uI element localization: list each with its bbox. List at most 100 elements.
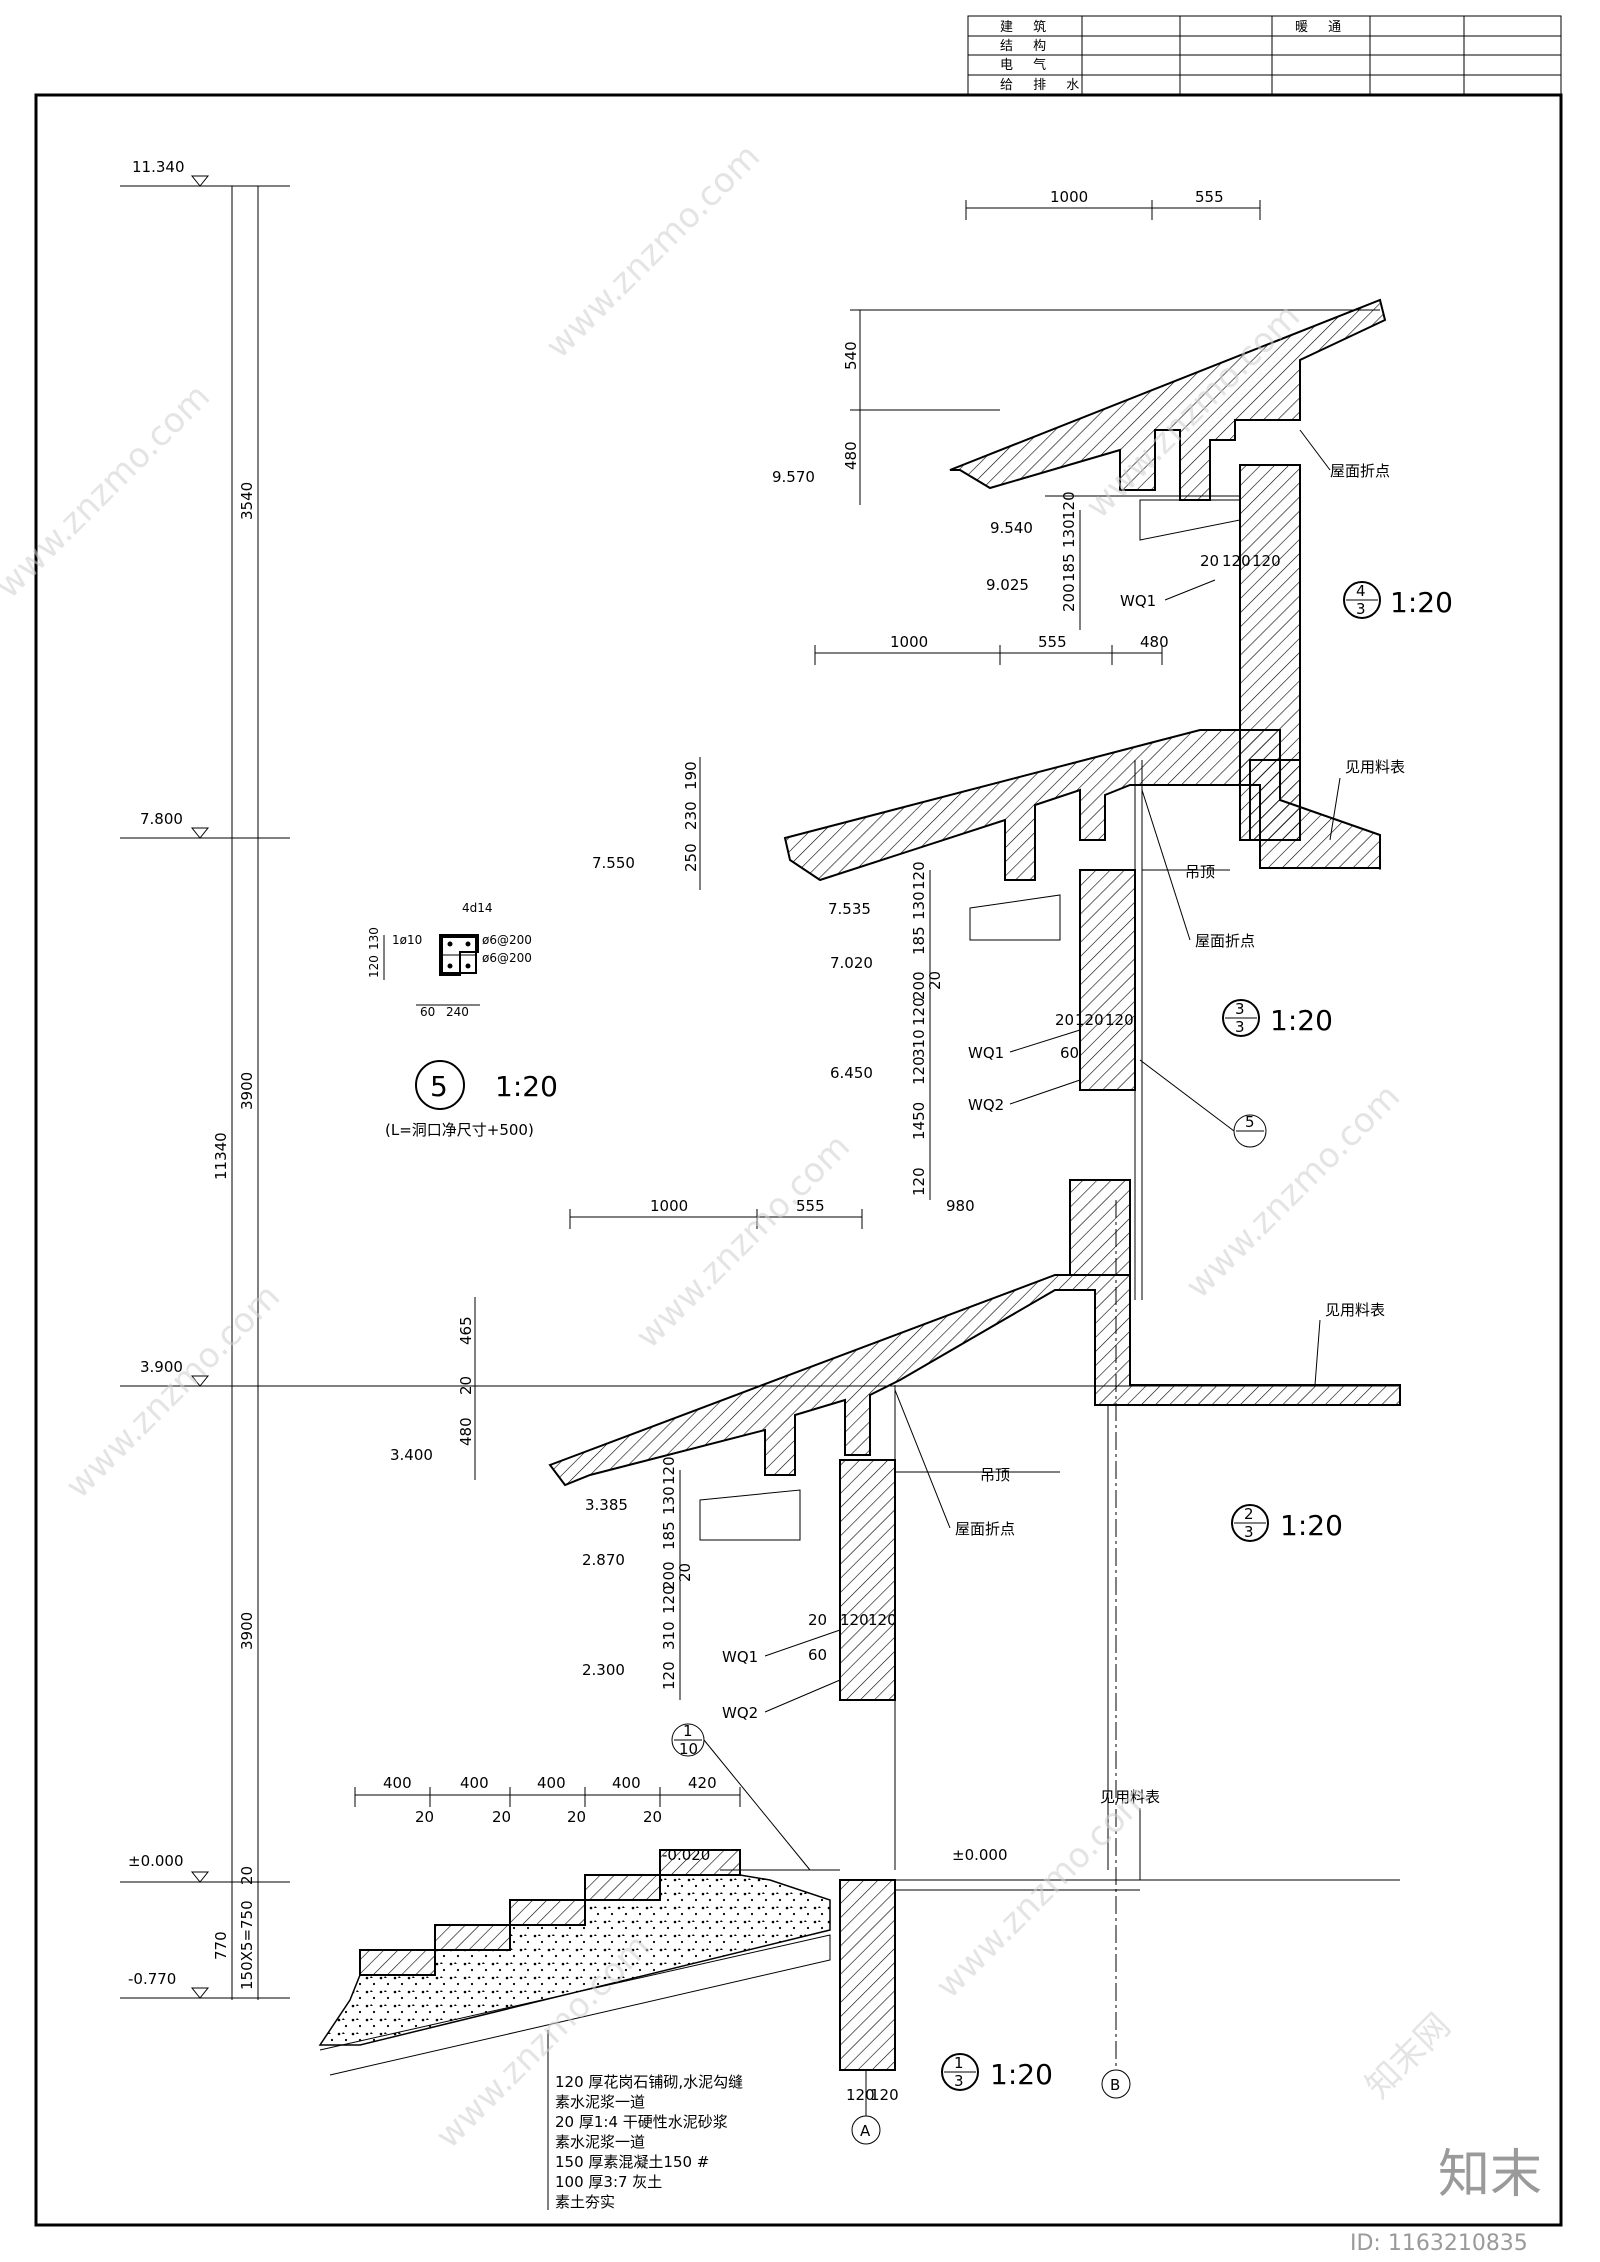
elev-c-3385: 3.385 — [585, 1496, 628, 1514]
step-gap-3: 20 — [643, 1808, 662, 1826]
rebar-left: 1ø10 — [392, 933, 422, 947]
label-c-ceiling: 吊顶 — [980, 1466, 1010, 1484]
dim-b-480: 480 — [1140, 633, 1169, 651]
detail-5: 4d14 ø6@200 ø6@200 1ø10 60 240 120 130 5… — [367, 901, 558, 1139]
seg-3900a: 3900 — [238, 1072, 256, 1110]
label-c-ref-top: 1 — [683, 1722, 693, 1740]
elev-c-3400: 3.400 — [390, 1446, 433, 1464]
title-b-scale: 1:20 — [1270, 1004, 1333, 1037]
dim-b-555: 555 — [1038, 633, 1067, 651]
dim-b-w0: 20 — [1055, 1011, 1074, 1029]
dim-b-r3: 200 — [910, 971, 928, 1000]
title-b-top: 3 — [1235, 1000, 1245, 1018]
dim-c-r7: 120 — [660, 1661, 678, 1690]
wm-6: www.znzmo.com — [1178, 1076, 1408, 1306]
wm-1: www.znzmo.com — [0, 376, 218, 606]
drawing-border — [34, 93, 1563, 2227]
dim-c-w1: 120 — [840, 1611, 869, 1629]
label-c-seetable: 见用料表 — [1325, 1301, 1385, 1319]
dim-c-w2: 120 — [868, 1611, 897, 1629]
label-b-ref5: 5 — [1245, 1113, 1255, 1131]
id-watermark: ID: 1163210835 — [1350, 2231, 1528, 2256]
title-table: 建 筑 结 构 电 气 给 排 水 暖 通 — [967, 15, 1562, 96]
elev-a-9025: 9.025 — [986, 576, 1029, 594]
label-a-roofbreak: 屋面折点 — [1330, 462, 1390, 480]
label-b-roofbreak: 屋面折点 — [1195, 932, 1255, 950]
table-row-arch: 建 筑 — [1000, 19, 1054, 35]
dim-b-r0: 120 — [910, 861, 928, 890]
title-a-bottom: 3 — [1356, 600, 1366, 618]
detail-b: 1000 555 480 190 230 250 7.550 7.535 7.0… — [592, 633, 1405, 1300]
axis-a: A — [860, 2122, 871, 2140]
dim-b-r5: 120 — [910, 997, 928, 1026]
dim5-h-1: 240 — [446, 1005, 469, 1019]
dim-c-r3: 200 — [660, 1561, 678, 1590]
dim5-v-0: 120 — [367, 955, 381, 978]
total-11340: 11340 — [212, 1132, 230, 1180]
dim-b-r7: 120 — [910, 1056, 928, 1085]
dim-a-1000: 1000 — [1050, 188, 1088, 206]
title-d-bottom: 3 — [954, 2072, 964, 2090]
step-dim-2: 400 — [537, 1774, 566, 1792]
layer-0: 120 厚花岗石铺砌,水泥勾缝 — [555, 2073, 743, 2091]
dim-c-480: 480 — [457, 1417, 475, 1446]
title-b-bottom: 3 — [1235, 1018, 1245, 1036]
label-b-ceiling: 吊顶 — [1185, 863, 1215, 881]
title-c-top: 2 — [1244, 1505, 1254, 1523]
wm-2: www.znzmo.com — [538, 136, 768, 366]
dim-c-980: 980 — [946, 1197, 975, 1215]
layer-5: 100 厚3:7 灰土 — [555, 2173, 662, 2191]
elev-b-7550: 7.550 — [592, 854, 635, 872]
dim5-h-0: 60 — [420, 1005, 435, 1019]
left-elevation-axis: 11.340 7.800 3.900 ±0.000 -0.770 3540 39… — [120, 158, 1400, 2000]
elev-b-6450: 6.450 — [830, 1064, 873, 1082]
step-gap-2: 20 — [567, 1808, 586, 1826]
title-d-top: 1 — [954, 2054, 964, 2072]
layer-6: 素土夯实 — [555, 2193, 615, 2211]
dim-c-w0: 20 — [808, 1611, 827, 1629]
dim-a-w1: 120 — [1222, 552, 1251, 570]
rebar-top: 4d14 — [462, 901, 493, 915]
step-dim-3: 400 — [612, 1774, 641, 1792]
elev-3900: 3.900 — [140, 1358, 183, 1376]
dim-b-190: 190 — [682, 761, 700, 790]
wall-dim-0: 120 — [846, 2086, 875, 2104]
step-gap-0: 20 — [415, 1808, 434, 1826]
layer-2: 20 厚1:4 干硬性水泥砂浆 — [555, 2113, 728, 2131]
dim-b-w1: 120 — [1075, 1011, 1104, 1029]
elev-a-9540: 9.540 — [990, 519, 1033, 537]
dim-a-555: 555 — [1195, 188, 1224, 206]
detail-d: 400 400 400 400 420 20 20 20 20 -0.020 ±… — [318, 1200, 1400, 2211]
dim-c-w4: 60 — [808, 1646, 827, 1664]
elev-b-7535: 7.535 — [828, 900, 871, 918]
label-b-seetable: 见用料表 — [1345, 758, 1405, 776]
elev-b-7020: 7.020 — [830, 954, 873, 972]
dim-b-r2: 185 — [910, 926, 928, 955]
wm-8: www.znzmo.com — [928, 1776, 1158, 2006]
dim-a-r1: 130 — [1060, 519, 1078, 548]
dim-a-540: 540 — [842, 341, 860, 370]
dim-b-r4: 20 — [926, 971, 944, 990]
dim-b-r9: 120 — [910, 1167, 928, 1196]
label-b-wq1: WQ1 — [968, 1044, 1004, 1062]
elev-7800: 7.800 — [140, 810, 183, 828]
title-c-bottom: 3 — [1244, 1523, 1254, 1541]
dim-a-r0: 120 — [1060, 491, 1078, 520]
wm-9: 知末网 — [1358, 2006, 1458, 2106]
label-c-wq2: WQ2 — [722, 1704, 758, 1722]
dim-b-230: 230 — [682, 801, 700, 830]
rebar-stirrup-2: ø6@200 — [482, 951, 532, 965]
title-d-scale: 1:20 — [990, 2058, 1053, 2091]
step-gap-1: 20 — [492, 1808, 511, 1826]
logo-watermark: 知末 — [1438, 2145, 1542, 2205]
rebar-stirrup-1: ø6@200 — [482, 933, 532, 947]
dim-a-w0: 20 — [1200, 552, 1219, 570]
dim-b-250: 250 — [682, 843, 700, 872]
dim-c-r6: 310 — [660, 1621, 678, 1650]
detail-c: 1000 555 980 465 20 480 3.400 3.385 2.87… — [390, 1179, 1401, 1871]
dim-b-w2: 120 — [1105, 1011, 1134, 1029]
elev-c-2870: 2.870 — [582, 1551, 625, 1569]
title-c-scale: 1:20 — [1280, 1509, 1343, 1542]
dim-c-r4: 20 — [676, 1563, 694, 1582]
